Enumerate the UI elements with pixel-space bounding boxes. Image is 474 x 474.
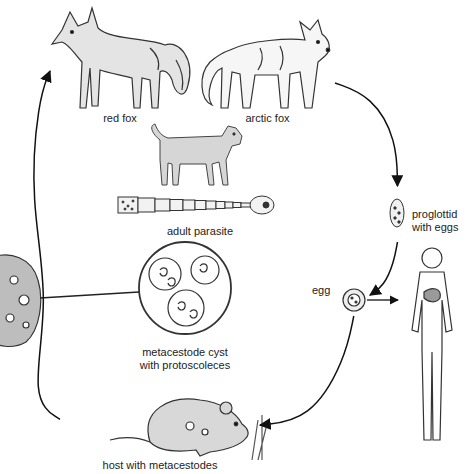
arctic-fox-drawing — [202, 20, 329, 108]
rodent-drawing — [252, 415, 266, 460]
metacestode-cyst-drawing — [178, 302, 197, 318]
adult-worm-drawing — [118, 196, 274, 214]
proglottid-drawing — [394, 217, 396, 219]
egg-drawing — [351, 297, 353, 299]
metacestode-cyst-drawing — [139, 242, 231, 334]
leader-line — [40, 292, 139, 298]
stage-label: arctic fox — [245, 112, 289, 125]
stage-label: red fox — [103, 112, 137, 125]
adult-worm-drawing — [118, 197, 138, 213]
dog-drawing — [152, 124, 242, 185]
stage-label-box: host with metacestodes — [60, 380, 260, 474]
adult-worm-drawing — [124, 208, 126, 210]
cycle-arrow — [370, 242, 397, 295]
stage-label-box: adult parasite — [110, 190, 290, 238]
rodent-drawing — [202, 429, 208, 435]
rodent-drawing — [234, 422, 238, 426]
stage-label-box: red fox — [50, 5, 190, 125]
cycle-arrow — [260, 316, 354, 425]
stage-label-box: egg — [312, 284, 370, 316]
egg-drawing — [343, 289, 365, 311]
arctic-fox-drawing — [258, 46, 283, 70]
infected-organ-drawing — [10, 276, 18, 284]
proglottid-drawing — [398, 212, 400, 214]
adult-worm-drawing — [183, 200, 195, 210]
adult-worm-drawing — [122, 201, 124, 203]
metacestode-cyst-drawing — [149, 258, 181, 290]
cycle-arrow — [34, 71, 60, 419]
human-figure — [412, 272, 452, 440]
human-figure — [424, 289, 440, 302]
stage-label-box: proglottid with eggs — [385, 186, 474, 242]
red-fox-drawing — [52, 8, 190, 108]
adult-worm-drawing — [225, 202, 233, 208]
stage-label: host with metacestodes — [103, 459, 218, 472]
metacestode-cyst-drawing — [139, 242, 231, 334]
human-figure — [422, 248, 442, 268]
adult-worm-drawing — [233, 203, 241, 208]
stage-label-box: arctic fox — [200, 5, 335, 125]
adult-worm-drawing — [195, 201, 206, 210]
stage-label: metacestode cyst with protoscoleces — [132, 346, 238, 372]
stage-label: proglottid with eggs — [412, 208, 472, 234]
metacestode-cyst-drawing — [160, 268, 175, 286]
egg-drawing — [348, 294, 360, 306]
dog-drawing — [233, 133, 235, 135]
infected-organ-drawing — [6, 314, 14, 322]
human-figure — [412, 248, 452, 440]
stage-label: egg — [312, 284, 330, 297]
metacestode-cyst-drawing — [200, 264, 207, 272]
egg-drawing — [355, 301, 357, 303]
stage-label-box: metacestode cyst with protoscoleces — [132, 238, 238, 372]
rodent-drawing — [110, 399, 266, 460]
adult-worm-drawing — [138, 198, 155, 212]
dog-drawing — [152, 124, 242, 185]
adult-worm-drawing — [132, 200, 134, 202]
infected-organ-drawing — [19, 295, 29, 305]
rodent-drawing — [148, 399, 248, 456]
adult-worm-drawing — [170, 200, 183, 211]
red-fox-drawing — [150, 48, 159, 70]
red-fox-drawing — [176, 60, 183, 90]
rodent-drawing — [220, 402, 232, 414]
arctic-fox-drawing — [326, 48, 330, 52]
adult-worm-drawing — [216, 202, 225, 209]
adult-worm-drawing — [127, 205, 129, 207]
infected-organ-drawing — [0, 255, 41, 347]
adult-worm-drawing — [206, 201, 216, 209]
infected-organ-drawing — [23, 322, 29, 328]
proglottid-drawing — [390, 199, 404, 227]
adult-worm-drawing — [250, 196, 274, 214]
rodent-drawing — [110, 438, 150, 442]
stage-label: adult parasite — [167, 225, 233, 238]
proglottid-drawing — [390, 199, 404, 227]
rodent-drawing — [186, 422, 194, 430]
proglottid-drawing — [398, 221, 400, 223]
infected-organ-drawing — [0, 255, 41, 347]
proglottid-drawing — [394, 207, 396, 209]
infection-arrow — [367, 299, 398, 300]
adult-worm-drawing — [155, 199, 170, 211]
arctic-fox-drawing — [202, 20, 330, 108]
metacestode-cyst-drawing — [168, 290, 204, 326]
adult-worm-drawing — [263, 202, 269, 208]
egg-drawing — [343, 289, 365, 311]
red-fox-drawing — [71, 31, 74, 34]
metacestode-cyst-drawing — [191, 256, 219, 284]
red-fox-drawing — [52, 8, 190, 108]
adult-worm-drawing — [131, 208, 133, 210]
cycle-arrow — [335, 83, 397, 186]
arctic-fox-drawing — [317, 41, 320, 44]
